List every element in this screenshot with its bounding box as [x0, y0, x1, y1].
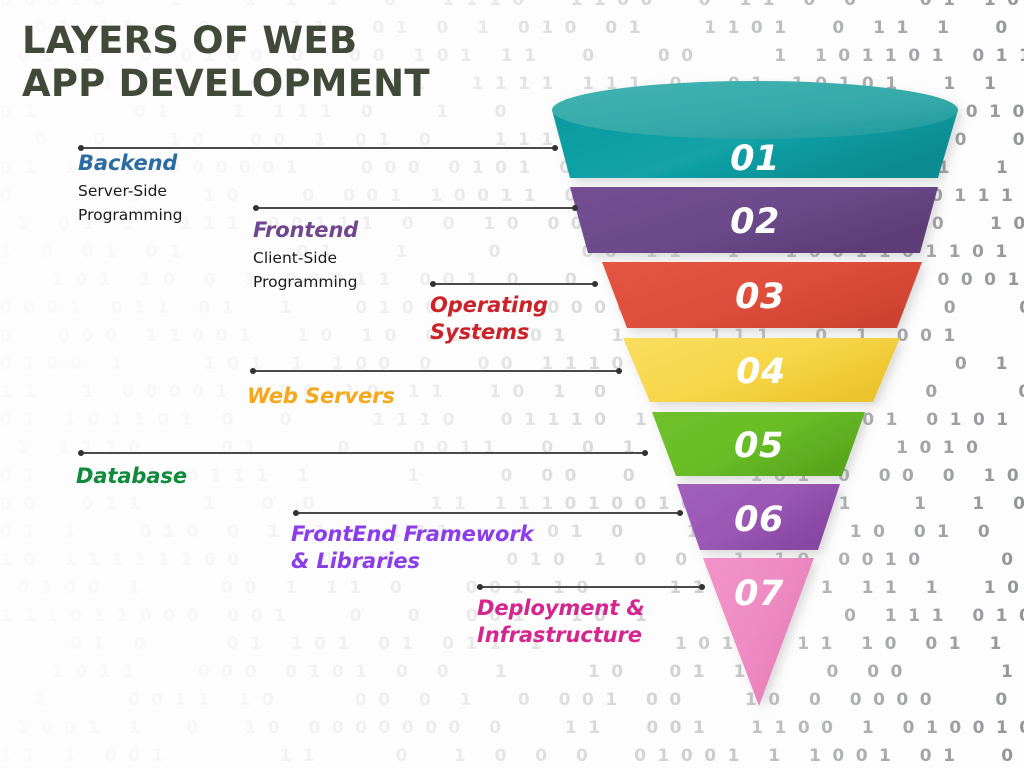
funnel-segment-05-number: 05 [734, 426, 784, 466]
callout-frontend-title: Frontend [253, 218, 359, 242]
connector-line-operating-systems [430, 281, 598, 287]
funnel-segment-05[interactable]: 05 [652, 412, 865, 476]
funnel-segment-01[interactable]: 01 [552, 81, 958, 179]
connector-line-backend [78, 145, 558, 151]
callout-frontend-subtitle: Client-Side Programming [253, 248, 358, 291]
funnel-segment-01-number: 01 [730, 139, 780, 179]
funnel-segment-02[interactable]: 02 [570, 187, 938, 253]
callout-frontend-framework-title: FrontEnd Framework & Libraries [291, 522, 534, 573]
funnel-segment-03[interactable]: 03 [602, 262, 922, 328]
connector-line-deployment [477, 584, 705, 590]
connector-line-frontend-framework [293, 510, 683, 516]
connector-line-web-servers [250, 368, 622, 374]
connector-line-database [78, 450, 648, 456]
funnel-segment-02-number: 02 [730, 202, 780, 242]
callout-backend-title: Backend [78, 151, 178, 175]
page-title: LAYERS OF WEB APP DEVELOPMENT [22, 19, 430, 105]
funnel-segment-06[interactable]: 06 [677, 484, 840, 550]
callout-operating-systems: Operating Systems [430, 292, 548, 348]
callout-frontend-framework: FrontEnd Framework & Libraries [291, 521, 534, 577]
funnel-segment-03-number: 03 [735, 277, 785, 317]
callout-deployment: Deployment & Infrastructure [477, 595, 645, 651]
funnel-segment-07[interactable]: 07 [703, 558, 814, 706]
callout-deployment-title: Deployment & Infrastructure [477, 596, 645, 647]
callout-frontend: Frontend Client-Side Programming [253, 217, 358, 294]
callout-backend-subtitle: Server-Side Programming [78, 181, 183, 224]
callout-backend: Backend Server-Side Programming [78, 150, 182, 227]
funnel-segment-07-number: 07 [734, 574, 784, 614]
callout-database: Database [76, 463, 187, 492]
funnel-segment-04[interactable]: 04 [623, 338, 900, 402]
connector-line-frontend [253, 205, 578, 211]
funnel-segment-04-number: 04 [736, 352, 786, 392]
funnel-segment-06-number: 06 [734, 500, 784, 540]
callout-database-title: Database [76, 464, 187, 488]
callout-operating-systems-title: Operating Systems [430, 293, 548, 344]
callout-web-servers-title: Web Servers [247, 384, 395, 408]
callout-web-servers: Web Servers [247, 383, 395, 412]
